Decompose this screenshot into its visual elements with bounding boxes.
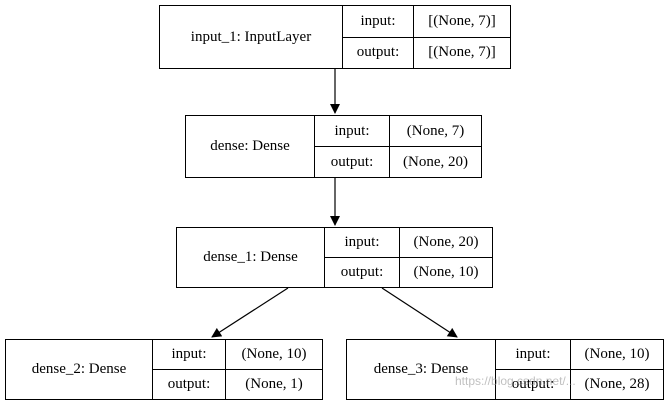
output-label: output:	[315, 147, 390, 177]
input-shape: (None, 20)	[413, 234, 479, 250]
input-label: input:	[496, 340, 571, 369]
output-shape: (None, 28)	[584, 376, 650, 392]
input-shape: (None, 10)	[584, 346, 650, 362]
node-dense: dense: Dense input: (None, 7) output: (N…	[185, 115, 482, 178]
output-shape: (None, 10)	[413, 264, 479, 280]
node-name: dense: Dense	[186, 116, 315, 177]
node-dense_1: dense_1: Dense input: (None, 20) output:…	[176, 227, 493, 288]
input-label: input:	[153, 340, 226, 369]
output-shape: (None, 20)	[403, 153, 468, 170]
edge-dense_1-to-dense_3	[381, 287, 458, 338]
input-shape: (None, 7)	[406, 122, 465, 139]
node-dense_3: dense_3: Dense input: (None, 10) output:…	[346, 339, 664, 400]
node-name: dense_1: Dense	[177, 228, 325, 287]
input-label: input:	[325, 228, 400, 257]
input-label: input:	[343, 6, 414, 37]
output-label: output:	[153, 370, 226, 399]
output-label: output:	[325, 258, 400, 287]
output-label: output:	[496, 370, 571, 399]
node-input_1: input_1: InputLayer input: [(None, 7)] o…	[159, 5, 511, 69]
output-label: output:	[343, 37, 414, 68]
output-shape: (None, 1)	[245, 376, 303, 392]
output-shape: [(None, 7)]	[428, 44, 496, 61]
node-dense_2: dense_2: Dense input: (None, 10) output:…	[5, 339, 323, 400]
node-name: dense_3: Dense	[347, 340, 496, 399]
input-shape: (None, 10)	[241, 346, 307, 362]
node-name: dense_2: Dense	[6, 340, 153, 399]
input-shape: [(None, 7)]	[428, 12, 496, 29]
edge-dense_1-to-dense_2	[211, 287, 289, 338]
node-name: input_1: InputLayer	[160, 6, 343, 68]
input-label: input:	[315, 116, 390, 146]
